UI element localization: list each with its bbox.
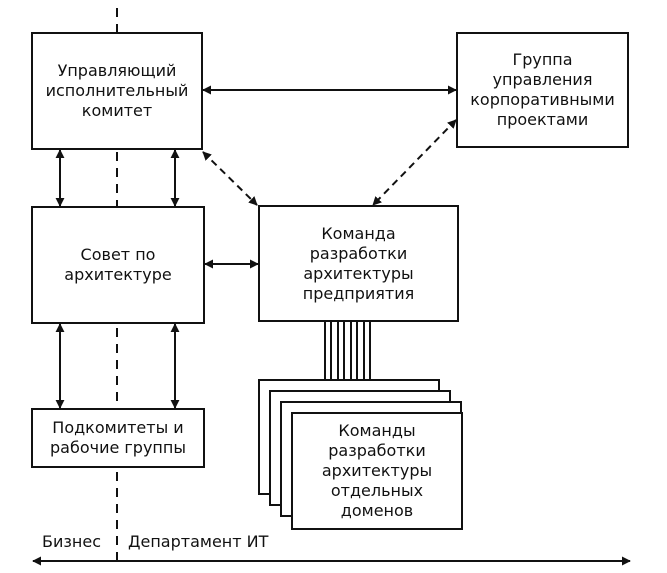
box-domain-architecture-teams: Команды разработки архитектуры отдельных…: [291, 412, 463, 530]
box-subcommittees-working-groups: Подкомитеты и рабочие группы: [31, 408, 205, 468]
box-executive-committee: Управляющий исполнительный комитет: [31, 32, 203, 150]
box-corporate-projects-group: Группа управления корпоративными проекта…: [456, 32, 629, 148]
box-architecture-council: Совет по архитектуре: [31, 206, 205, 324]
label-it-department: Департамент ИТ: [128, 532, 269, 552]
dashed-arrow-exec-to-team: [202, 151, 258, 206]
label-business: Бизнес: [42, 532, 101, 552]
box-enterprise-architecture-team: Команда разработки архитектуры предприят…: [258, 205, 459, 322]
dashed-arrow-projects-to-team: [372, 119, 457, 206]
